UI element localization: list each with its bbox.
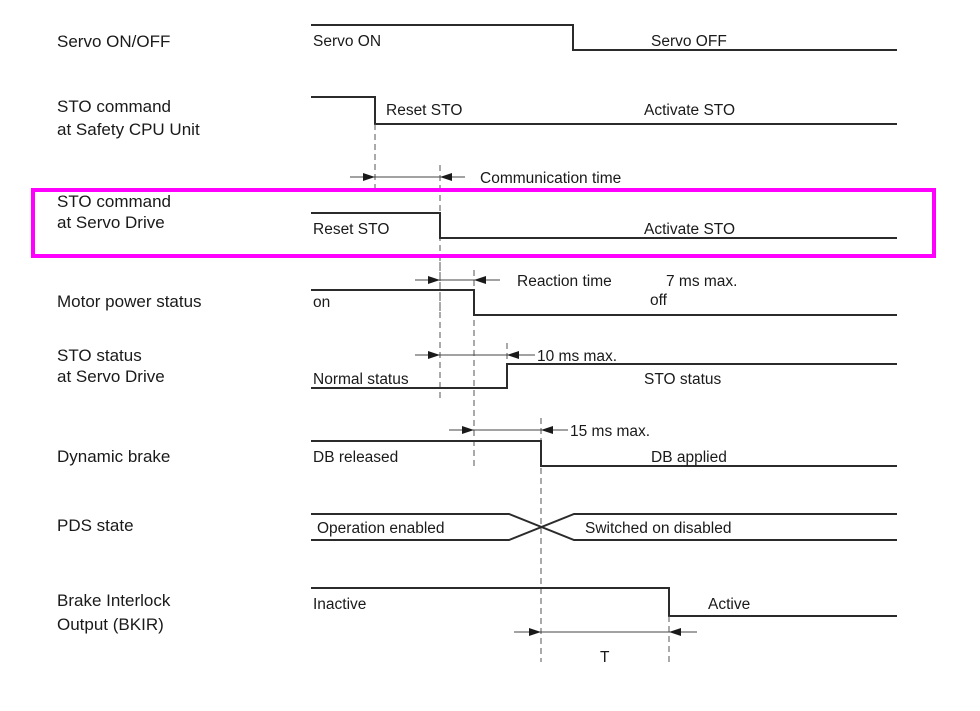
label-15ms: 15 ms max.: [570, 423, 650, 440]
row-label-bkir-2: Output (BKIR): [57, 615, 164, 634]
signal-sto-status: [311, 363, 897, 389]
label-communication-time: Communication time: [480, 170, 621, 187]
signal-sto-drive: [311, 212, 897, 239]
label-t: T: [600, 649, 610, 666]
row-label-sto-cpu-1: STO command: [57, 97, 171, 116]
row-label-sto-cpu-2: at Safety CPU Unit: [57, 120, 200, 139]
state-motor-on: on: [313, 294, 330, 311]
state-sto-status: STO status: [644, 371, 721, 388]
label-reaction-max: 7 ms max.: [666, 273, 737, 290]
signal-db: [311, 440, 897, 467]
state-inactive: Inactive: [313, 596, 366, 613]
row-label-sto-drive-1: STO command: [57, 192, 171, 211]
signal-motor: [311, 289, 897, 316]
state-sto-cpu-reset: Reset STO: [386, 102, 462, 119]
label-10ms: 10 ms max.: [537, 348, 617, 365]
row-label-motor: Motor power status: [57, 292, 202, 311]
row-label-servo: Servo ON/OFF: [57, 32, 170, 51]
row-label-sto-drive-2: at Servo Drive: [57, 213, 165, 232]
state-sto-cpu-activate: Activate STO: [644, 102, 735, 119]
state-active: Active: [708, 596, 750, 613]
state-switched-on-disabled: Switched on disabled: [585, 520, 732, 537]
state-db-released: DB released: [313, 449, 398, 466]
state-motor-off: off: [650, 292, 668, 309]
signal-pds-b: [311, 513, 897, 541]
row-label-bkir-1: Brake Interlock: [57, 591, 171, 610]
state-sto-drive-activate: Activate STO: [644, 221, 735, 238]
state-db-applied: DB applied: [651, 449, 727, 466]
signal-sto-cpu: [311, 96, 897, 125]
state-sto-drive-reset: Reset STO: [313, 221, 389, 238]
state-servo-off: Servo OFF: [651, 33, 727, 50]
signal-servo: [311, 24, 897, 51]
signal-bkir: [311, 587, 897, 617]
row-label-sto-status-2: at Servo Drive: [57, 367, 165, 386]
state-operation-enabled: Operation enabled: [317, 520, 445, 537]
state-normal-status: Normal status: [313, 371, 409, 388]
state-servo-on: Servo ON: [313, 33, 381, 50]
highlight-box: [31, 188, 936, 258]
row-label-db: Dynamic brake: [57, 447, 170, 466]
row-label-sto-status-1: STO status: [57, 346, 142, 365]
row-label-pds: PDS state: [57, 516, 134, 535]
label-reaction-time: Reaction time: [517, 273, 612, 290]
